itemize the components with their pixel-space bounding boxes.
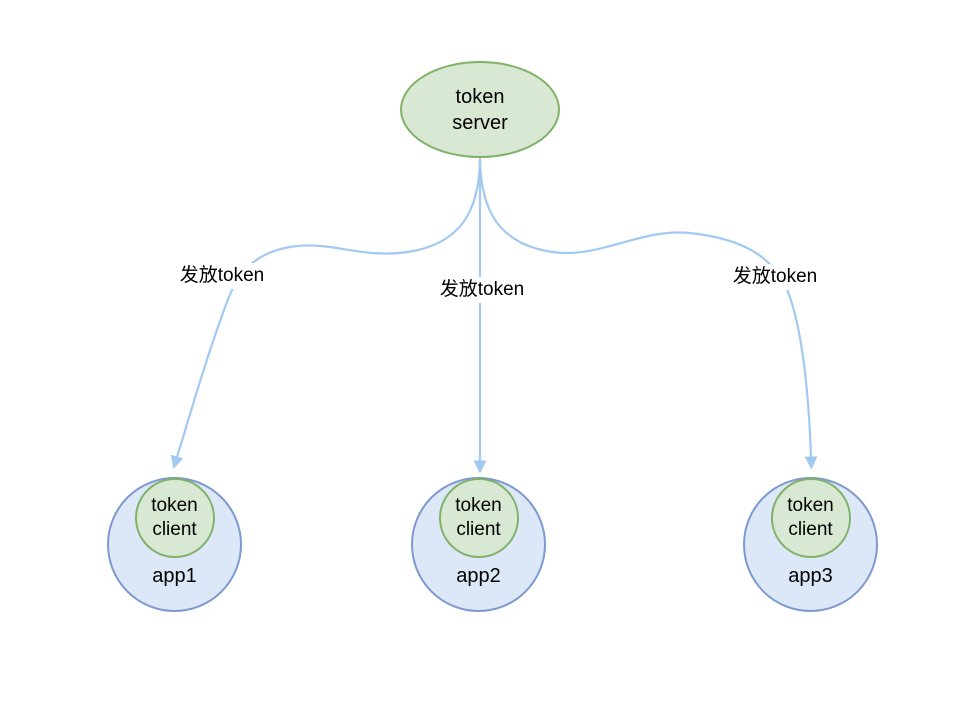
node-token-client-app3: token client: [770, 478, 851, 558]
edge-label-issue-token-app3: 发放token: [729, 264, 821, 290]
edge-server-to-app3-arrow: [478, 158, 818, 470]
token-client-label: token client: [455, 495, 502, 540]
app2-label: app2: [456, 565, 501, 587]
edge-label-issue-token-app2: 发放token: [436, 277, 528, 303]
node-app3: token client app3: [743, 477, 878, 612]
edge-label-issue-token-app1: 发放token: [176, 263, 268, 289]
node-token-server: token server: [400, 61, 560, 158]
app1-label: app1: [152, 565, 197, 587]
token-server-label: token server: [452, 85, 508, 134]
node-app2: token client app2: [411, 477, 546, 612]
node-token-client-app1: token client: [134, 478, 215, 558]
edge-server-to-app1-arrow: [170, 158, 482, 469]
token-client-label: token client: [151, 495, 198, 540]
node-token-client-app2: token client: [438, 478, 519, 558]
node-app1: token client app1: [107, 477, 242, 612]
token-client-label: token client: [787, 495, 834, 540]
app3-label: app3: [788, 565, 833, 587]
